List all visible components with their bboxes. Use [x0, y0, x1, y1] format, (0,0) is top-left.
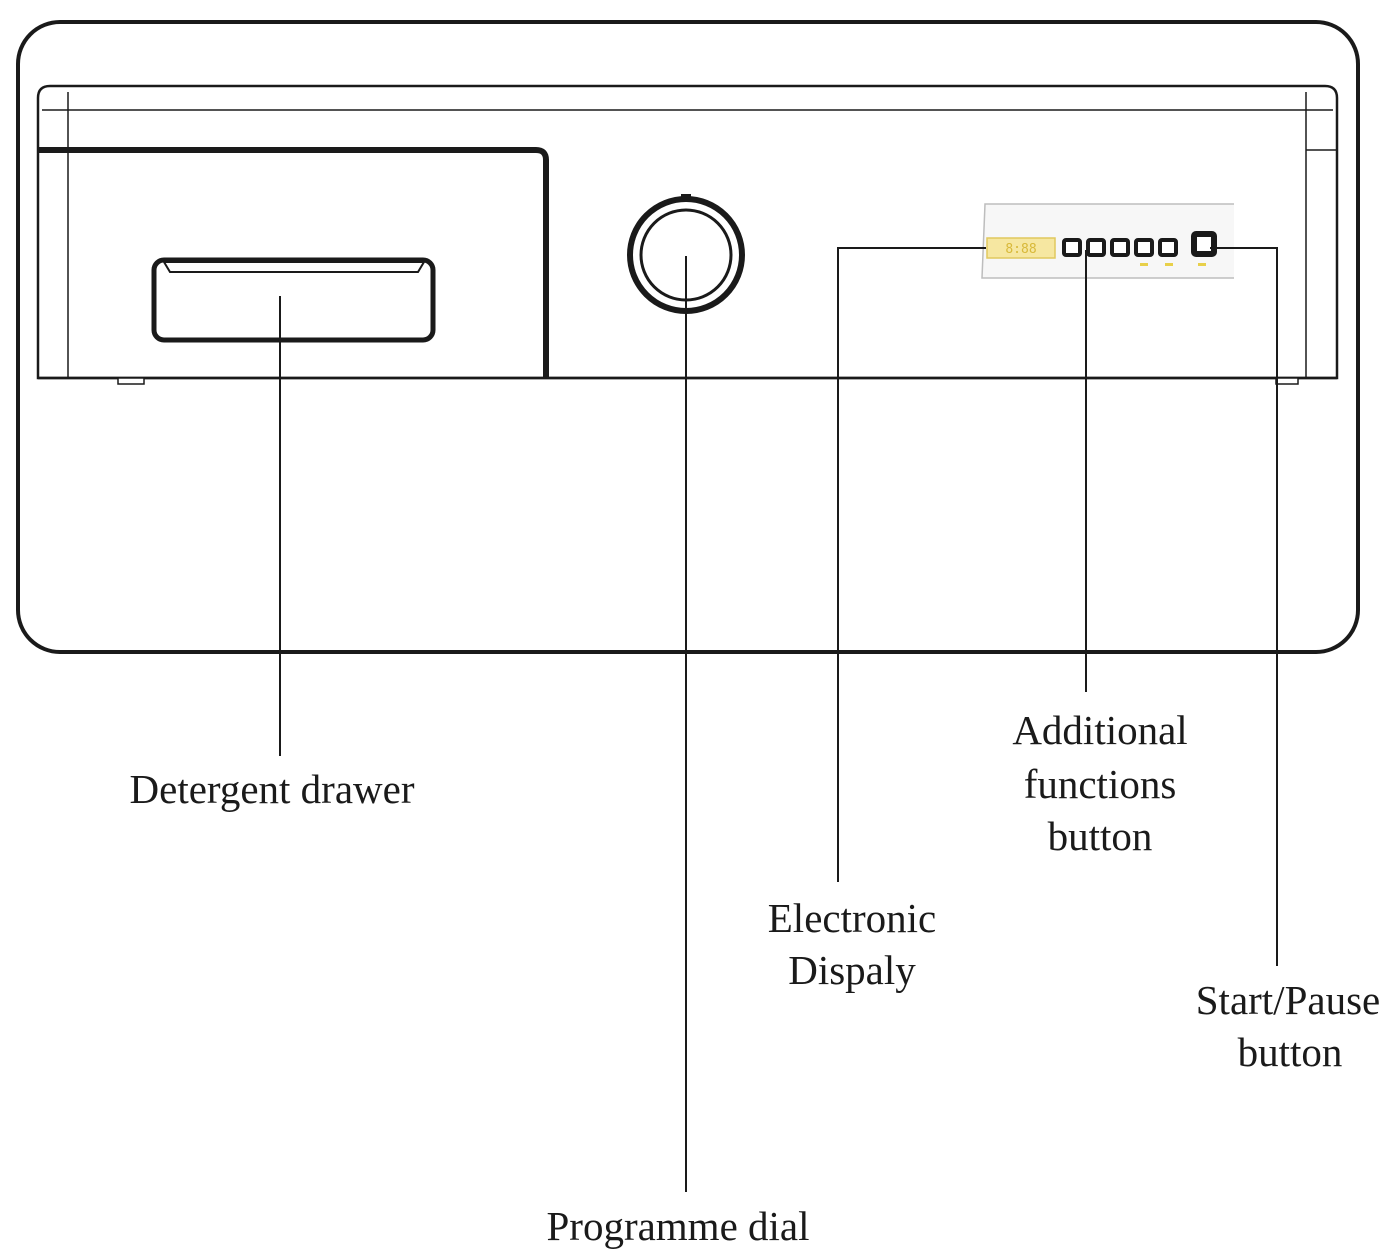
start-pause-button[interactable]: [1191, 231, 1217, 257]
dial-top-marker: [681, 194, 691, 199]
button-panel-outline: [981, 203, 1234, 279]
function-button-4[interactable]: [1134, 238, 1154, 257]
button-panel: 8:88: [981, 203, 1234, 279]
label-additional-functions-line3: button: [1048, 813, 1153, 859]
detergent-drawer-housing: [38, 147, 549, 378]
panel-foot-right: [1275, 377, 1299, 385]
indicator-mark-3: [1198, 263, 1206, 266]
label-additional-functions-line1: Additional: [1012, 707, 1187, 753]
label-electronic-display-line1: Electronic: [768, 895, 936, 941]
function-button-2[interactable]: [1086, 238, 1106, 257]
electronic-display: [986, 237, 1056, 259]
leader-line-start-pause: [1210, 247, 1278, 966]
display-segments-icon: 8:88: [1005, 242, 1036, 257]
label-programme-dial: Programme dial: [546, 1203, 809, 1249]
label-detergent-drawer: Detergent drawer: [130, 766, 415, 812]
function-button-3[interactable]: [1110, 238, 1130, 257]
drawer-handle-lip: [162, 261, 426, 273]
label-electronic-display-line2: Dispaly: [788, 947, 916, 993]
indicator-mark-1: [1140, 263, 1148, 266]
label-start-pause-line1: Start/Pause: [1196, 977, 1380, 1023]
label-additional-functions-line2: functions: [1024, 761, 1177, 807]
drawer-handle[interactable]: [151, 257, 436, 343]
function-button-1[interactable]: [1062, 238, 1082, 257]
leader-line-electronic-display: [837, 247, 986, 882]
function-button-5[interactable]: [1158, 238, 1178, 257]
detergent-drawer[interactable]: [151, 257, 436, 343]
label-start-pause-line2: button: [1238, 1029, 1343, 1075]
panel-foot-left: [117, 377, 145, 385]
indicator-mark-2: [1165, 263, 1173, 266]
